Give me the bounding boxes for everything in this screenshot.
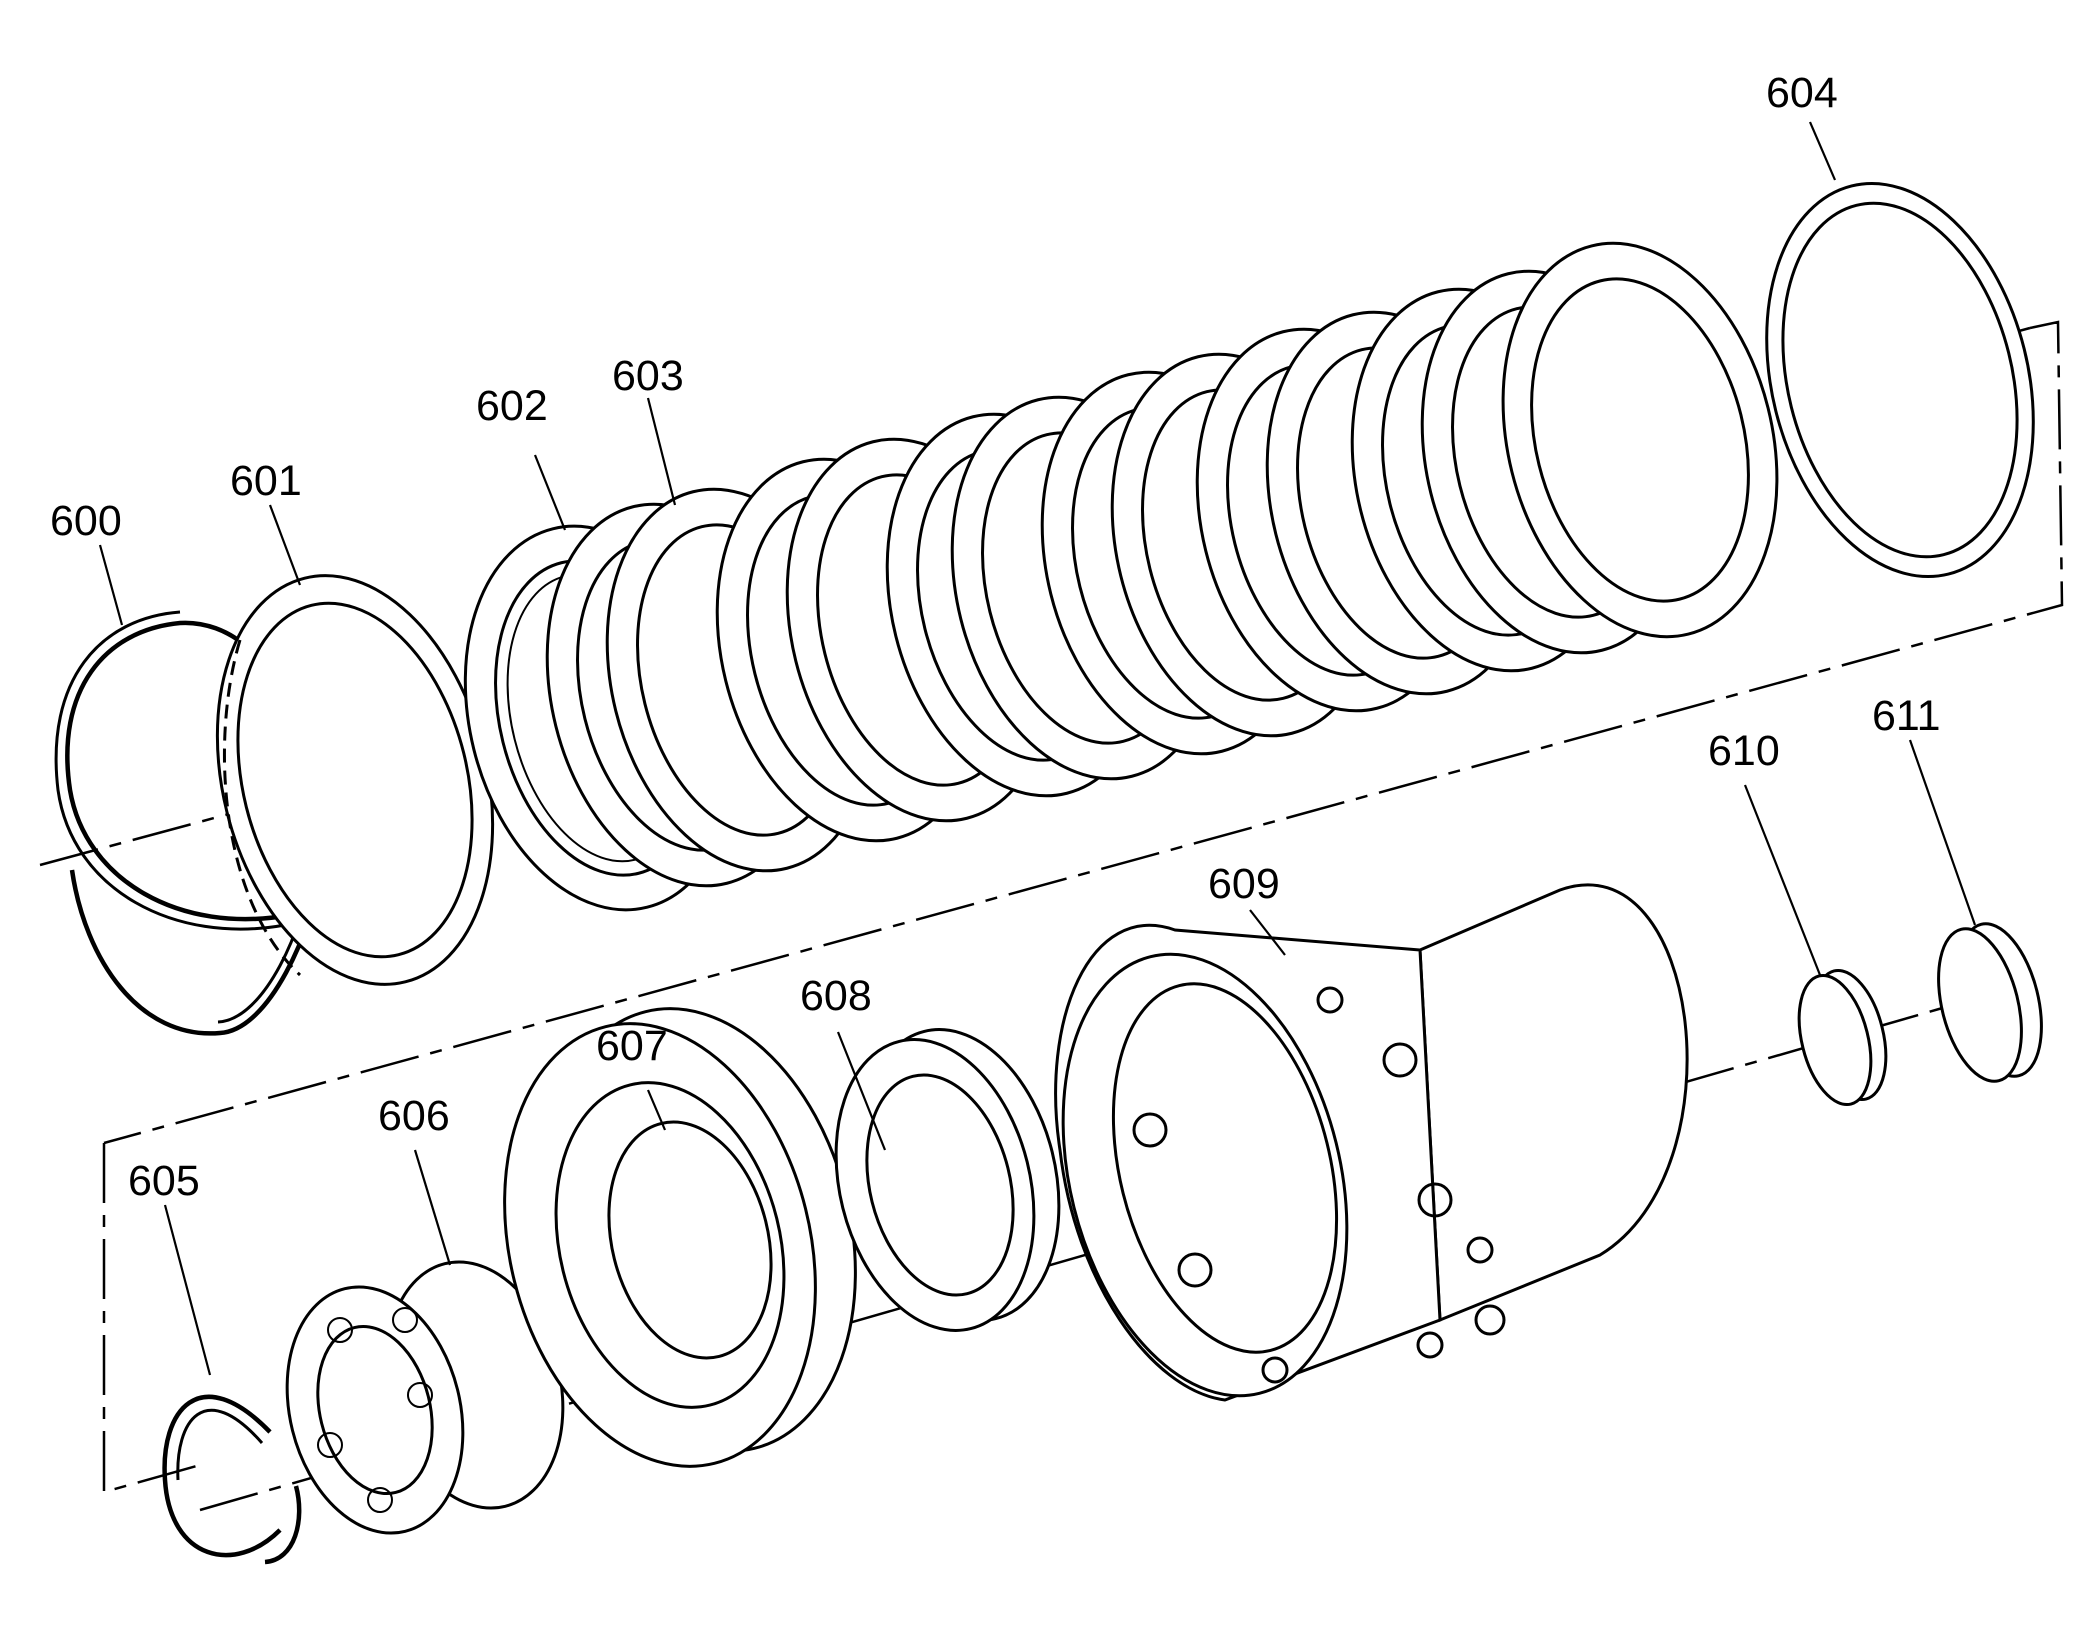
callout-608: 608	[800, 972, 872, 1020]
piston-607	[503, 1007, 857, 1468]
seal-608	[834, 1028, 1061, 1332]
lower-bracket-left	[102, 1143, 201, 1494]
callout-605: 605	[128, 1157, 200, 1205]
leader-611	[1908, 739, 1977, 926]
leader-604	[1808, 121, 1837, 181]
leader-610	[1743, 784, 1822, 976]
callout-leaders	[98, 121, 1977, 1376]
backing-plate-604	[1765, 181, 2035, 579]
leader-605	[163, 1204, 212, 1376]
pressure-plate-601	[215, 574, 495, 986]
leader-600	[98, 544, 124, 626]
callout-602: 602	[476, 382, 548, 430]
leader-602	[533, 454, 567, 531]
spring-assembly-606	[285, 1260, 565, 1535]
bushing-610	[1797, 968, 1888, 1107]
leader-608	[836, 1031, 887, 1151]
clutch-plate-stack	[545, 241, 1779, 888]
callout-607: 607	[596, 1022, 668, 1070]
snap-ring-605	[162, 1394, 302, 1565]
leader-601	[268, 504, 302, 586]
callout-labels: 600 601 602 603 604 605 606 607 608 609 …	[50, 69, 1941, 1205]
callout-601: 601	[230, 457, 302, 505]
lower-piston-housing-group	[102, 883, 2043, 1565]
callout-610: 610	[1708, 727, 1780, 775]
leader-606	[413, 1149, 452, 1266]
leader-607	[646, 1089, 667, 1131]
leader-609	[1249, 909, 1286, 956]
callout-606: 606	[378, 1092, 450, 1140]
callout-611: 611	[1872, 692, 1941, 740]
callout-609: 609	[1208, 860, 1280, 908]
upper-bracket-right	[103, 320, 2064, 1145]
callout-603: 603	[612, 352, 684, 400]
callout-604: 604	[1766, 69, 1838, 117]
callout-600: 600	[50, 497, 122, 545]
bushing-611	[1937, 922, 2043, 1083]
leader-603	[646, 397, 677, 506]
upper-clutch-pack-group	[39, 181, 2064, 1145]
clutch-housing-609	[1054, 883, 1689, 1402]
